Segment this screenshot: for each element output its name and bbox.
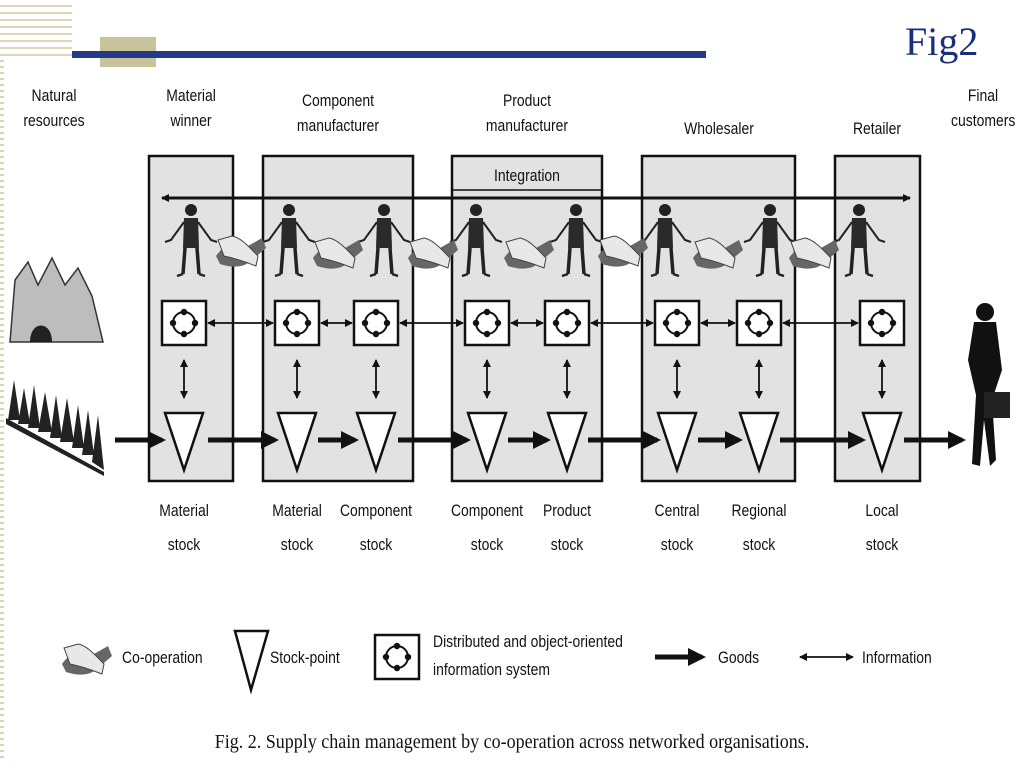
- mountain-icon: [9, 256, 104, 343]
- cave-icon: [30, 325, 52, 342]
- info-system-icon: [858, 299, 906, 347]
- handshake-icon: [407, 237, 459, 270]
- info-system-icon: [273, 299, 321, 347]
- stage-wholesaler: Wholesaler: [684, 119, 754, 138]
- info-system-icon: [543, 299, 591, 347]
- slide-title: Fig2: [905, 19, 979, 64]
- handshake-icon: [215, 235, 267, 268]
- vertical-information-arrows: [180, 359, 886, 399]
- header-decoration-lines: [0, 5, 72, 61]
- info-system-icon: [352, 299, 400, 347]
- legend-handshake-icon: [61, 643, 113, 676]
- left-edge-decoration: [0, 60, 4, 760]
- forest-icon: [6, 380, 104, 476]
- legend-information-label: Information: [862, 648, 932, 667]
- header-bar: [72, 51, 706, 58]
- legend-goods-label: Goods: [718, 648, 760, 667]
- info-system-icon: [653, 299, 701, 347]
- info-system-icon: [160, 299, 208, 347]
- legend-infosystem-icon: [373, 633, 421, 681]
- figure-caption: Fig. 2. Supply chain management by co-op…: [214, 731, 810, 753]
- handshake-icon: [788, 237, 840, 270]
- stage-retailer: Retailer: [852, 119, 902, 138]
- info-system-icon: [735, 299, 783, 347]
- legend-stockpoint-icon: [233, 629, 270, 695]
- legend-cooperation-label: Co-operation: [122, 648, 203, 667]
- stock-points: [163, 411, 903, 474]
- info-system-icon: [463, 299, 511, 347]
- integration-label: Integration: [494, 166, 560, 185]
- customer-icon: [968, 303, 1010, 466]
- handshake-icon: [597, 235, 649, 268]
- legend-stockpoint-label: Stock-point: [270, 648, 340, 667]
